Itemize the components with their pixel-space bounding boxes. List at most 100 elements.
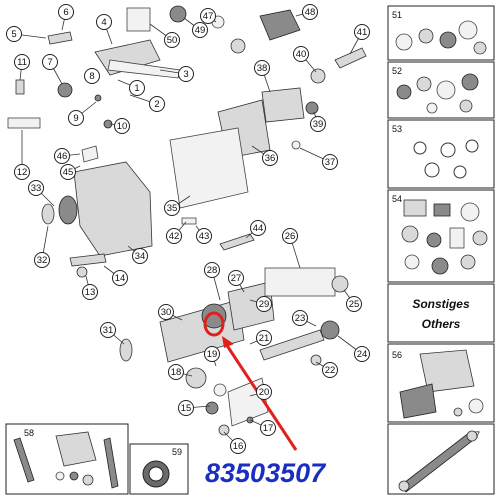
- callout-42: 42: [166, 228, 182, 244]
- output-bearing: [310, 354, 322, 366]
- callout-number: 42: [169, 231, 180, 242]
- callout-45: 45: [60, 164, 76, 180]
- callout-number: 25: [349, 299, 360, 310]
- callout-number: 40: [296, 49, 307, 60]
- callout-40: 40: [293, 46, 309, 62]
- callout-32: 32: [34, 252, 50, 268]
- callout-35: 35: [164, 200, 180, 216]
- callout-30: 30: [158, 304, 174, 320]
- speedo-gear: [291, 140, 301, 150]
- callout-number: 1: [134, 83, 139, 94]
- callout-13: 13: [82, 284, 98, 300]
- callout-12: 12: [14, 164, 30, 180]
- callout-number: 24: [357, 349, 368, 360]
- panel-56-housing: [399, 349, 484, 419]
- yoke-shaft: [334, 47, 367, 69]
- seal: [169, 5, 187, 23]
- detent-plunger: [57, 82, 73, 98]
- callout-number: 12: [17, 167, 28, 178]
- panel-52-seals: [396, 73, 479, 114]
- callout-6: 6: [58, 4, 74, 20]
- callout-number: 45: [63, 167, 74, 178]
- callout-20: 20: [256, 384, 272, 400]
- callout-number: 48: [305, 7, 316, 18]
- callout-39: 39: [310, 116, 326, 132]
- callout-1: 1: [129, 80, 145, 96]
- washer: [94, 94, 102, 102]
- callout-4: 4: [96, 14, 112, 30]
- callout-number: 30: [161, 307, 172, 318]
- callout-number: 16: [233, 441, 244, 452]
- rear-bearing-retainer: [261, 87, 305, 123]
- panel-53: [387, 119, 495, 189]
- input-gear: [331, 275, 349, 293]
- kit-panels: 51 52 53 54: [387, 5, 495, 495]
- callout-number: 38: [257, 63, 268, 74]
- callout-25: 25: [346, 296, 362, 312]
- panel-51-rings: [395, 20, 487, 55]
- callout-22: 22: [322, 362, 338, 378]
- callout-number: 43: [199, 231, 210, 242]
- callout-7: 7: [42, 54, 58, 70]
- synchro-ring: [213, 383, 227, 397]
- callout-21: 21: [256, 330, 272, 346]
- highlight-ring: [203, 311, 225, 337]
- callout-number: 44: [253, 223, 264, 234]
- callout-31: 31: [100, 322, 116, 338]
- callout-number: 10: [117, 121, 128, 132]
- callout-bubbles: 1234567891011121314151617181920212223242…: [6, 4, 370, 454]
- front-yoke: [69, 253, 107, 267]
- panel-58-driveshaft-kit: [13, 431, 119, 489]
- bearing-cup: [305, 101, 319, 115]
- callout-9: 9: [68, 110, 84, 126]
- callout-14: 14: [112, 270, 128, 286]
- others-label-de: Sonstiges: [412, 297, 470, 311]
- shift-rail: [107, 59, 181, 79]
- callout-number: 35: [167, 203, 178, 214]
- callout-47: 47: [200, 8, 216, 24]
- output-seal: [230, 38, 246, 54]
- callout-number: 15: [181, 403, 192, 414]
- callout-11: 11: [14, 54, 30, 70]
- mounting-bracket: [81, 145, 99, 163]
- range-sector: [201, 303, 227, 329]
- callout-number: 26: [285, 231, 296, 242]
- callout-number: 20: [259, 387, 270, 398]
- shift-shaft: [219, 233, 255, 251]
- callout-44: 44: [250, 220, 266, 236]
- highlight-arrow-head: [222, 336, 234, 348]
- callout-number: 7: [47, 57, 52, 68]
- snap-ring: [205, 401, 219, 415]
- callout-38: 38: [254, 60, 270, 76]
- callout-number: 33: [31, 183, 42, 194]
- panel-51-number: 51: [392, 10, 402, 20]
- callout-number: 22: [325, 365, 336, 376]
- callout-5: 5: [6, 26, 22, 42]
- panel-54-number: 54: [392, 194, 402, 204]
- callout-number: 50: [167, 35, 178, 46]
- panel-58-number: 58: [24, 428, 34, 438]
- front-bearing-retainer: [119, 338, 133, 362]
- panel-53-number: 53: [392, 124, 402, 134]
- callout-number: 19: [207, 349, 218, 360]
- panel-54-rebuild-kit: [401, 199, 488, 275]
- shim: [181, 217, 197, 225]
- callout-number: 11: [17, 57, 27, 68]
- callout-number: 14: [115, 273, 126, 284]
- yoke-nut: [76, 266, 88, 278]
- panel-others: [387, 283, 495, 343]
- callout-46: 46: [54, 148, 70, 164]
- boot: [259, 9, 301, 41]
- callout-number: 2: [154, 99, 159, 110]
- callout-19: 19: [204, 346, 220, 362]
- callout-37: 37: [322, 154, 338, 170]
- callout-number: 29: [259, 299, 270, 310]
- output-sprocket: [320, 320, 340, 340]
- callout-18: 18: [168, 364, 184, 380]
- front-bearing: [41, 203, 55, 225]
- callout-10: 10: [114, 118, 130, 134]
- callout-number: 47: [203, 11, 214, 22]
- callout-26: 26: [282, 228, 298, 244]
- callout-number: 21: [259, 333, 270, 344]
